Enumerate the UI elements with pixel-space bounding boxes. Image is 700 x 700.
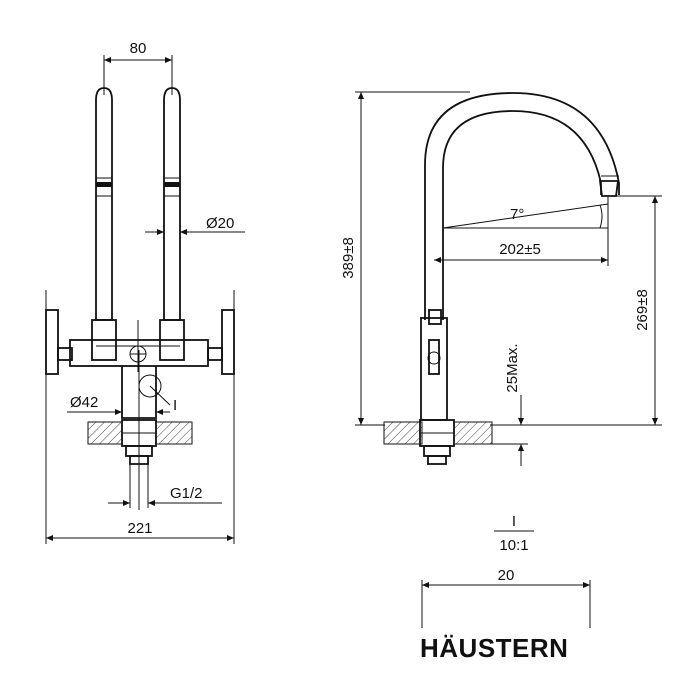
right-handle-tube [163,87,181,321]
detail-scale: 10:1 [499,537,528,554]
side-body [420,309,448,421]
detail-marker: I [149,385,177,414]
detail-callout: I 10:1 20 [421,513,591,628]
left-handle-tube [95,87,113,321]
dim-total-height-label: 389±8 [340,237,357,279]
front-view: 80 Ø20 [45,40,245,544]
brand-logo: HÄUSTERN [420,633,568,663]
side-deck [383,421,493,445]
dim-spout-height: 269±8 [490,195,662,426]
dim-deck-thickness: 25Max. [492,343,528,466]
dim-deck-thickness-label: 25Max. [504,343,521,392]
mounting-nut [121,350,157,510]
dim-base-diameter-label: Ø42 [70,394,98,411]
dim-handle-spacing: 80 [103,40,173,95]
front-deck [87,421,193,445]
dim-tube-diameter: Ø20 [145,215,245,235]
dim-total-height: 389±8 [340,91,470,426]
dim-handle-spacing-label: 80 [130,40,147,57]
side-mounting-nut [419,419,455,465]
base-stem [121,366,162,419]
dim-base-diameter: Ø42 [67,394,170,415]
brand-logo-text: HÄUSTERN [420,633,568,663]
dim-spout-reach-label: 202±5 [499,241,541,258]
dim-spout-height-label: 269±8 [634,289,651,331]
detail-label: I [512,513,516,530]
dim-tube-diameter-label: Ø20 [206,215,234,232]
side-handles [45,309,235,375]
dim-spout-angle: 7° [442,203,609,229]
dim-thread-label: G1/2 [170,485,203,502]
side-view: 389±8 7° 202±5 269±8 [340,91,662,466]
dim-total-width-label: 221 [127,520,152,537]
dim-spout-reach: 202±5 [434,196,609,266]
dim-thread: G1/2 [108,464,222,508]
dim-total-width: 221 [45,290,235,544]
dim-spout-angle-label: 7° [510,206,524,223]
detail-marker-label: I [173,397,177,414]
detail-dim-width: 20 [498,567,515,584]
